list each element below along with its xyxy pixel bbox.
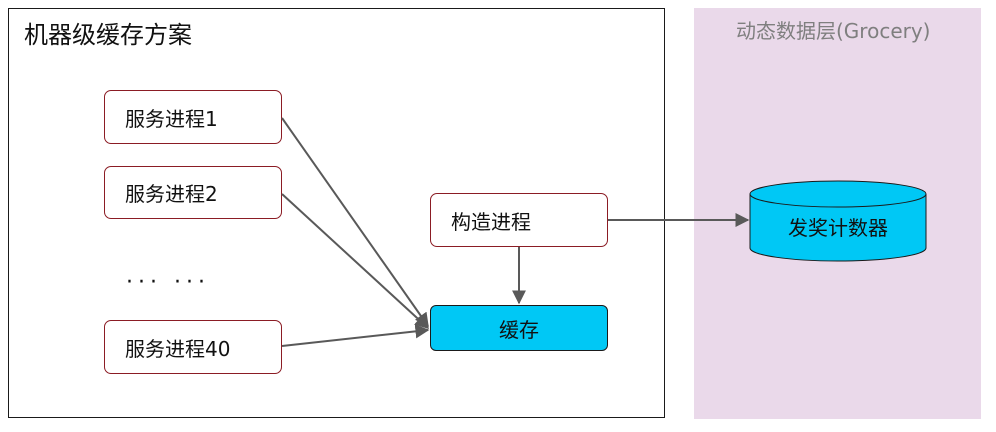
cache-label: 缓存 (499, 317, 539, 342)
service-process-40: 服务进程40 (104, 320, 282, 374)
service-process-1-label: 服务进程1 (125, 106, 218, 131)
service-process-1: 服务进程1 (104, 90, 282, 144)
ellipsis: ··· ··· (126, 270, 210, 295)
service-process-40-label: 服务进程40 (125, 336, 231, 361)
arrow-service-40-to-cache (281, 324, 430, 347)
counter-database-cylinder (749, 180, 927, 262)
counter-database-label: 发奖计数器 (788, 216, 888, 240)
cache-node: 缓存 (430, 305, 608, 351)
service-process-2: 服务进程2 (104, 166, 282, 219)
builder-process-label: 构造进程 (451, 209, 531, 234)
dynamic-data-layer-title: 动态数据层(Grocery) (736, 19, 931, 43)
arrow-service-2-to-cache (281, 193, 430, 329)
arrow-service-1-to-cache (281, 117, 429, 328)
machine-cache-panel-title: 机器级缓存方案 (24, 21, 192, 49)
builder-process: 构造进程 (430, 193, 608, 247)
service-process-2-label: 服务进程2 (125, 182, 218, 206)
